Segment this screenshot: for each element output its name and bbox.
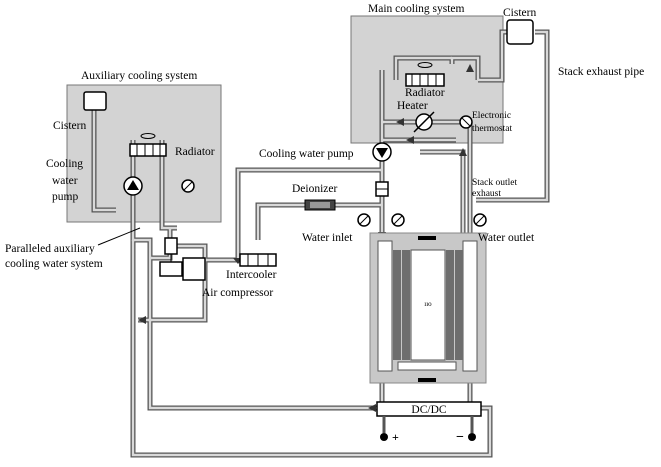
label-electronic-thermostat-1: Electronic xyxy=(472,111,511,121)
inlet-sensors xyxy=(357,213,405,227)
label-cooling-pump-aux-2: water xyxy=(52,175,78,187)
label-cistern-aux: Cistern xyxy=(53,120,86,132)
label-electronic-thermostat-2: thermostat xyxy=(472,124,512,134)
deionizer-unit xyxy=(304,199,336,211)
label-main-cooling-system: Main cooling system xyxy=(368,3,465,15)
electronic-thermostat xyxy=(459,115,473,129)
label-cistern-main: Cistern xyxy=(503,7,536,19)
heater xyxy=(413,111,435,133)
aux-sensor xyxy=(181,179,195,193)
labels: Main cooling system Cistern Stack exhaus… xyxy=(5,3,644,416)
label-stack-outlet-exhaust-1: Stack outlet xyxy=(472,178,517,188)
label-cooling-pump-aux-3: pump xyxy=(52,191,78,203)
main-cooling-water-pump xyxy=(372,142,392,162)
air-compressor-unit xyxy=(159,237,206,281)
main-radiator xyxy=(405,62,445,87)
svg-text:ııo: ııo xyxy=(424,300,432,308)
svg-text:−: − xyxy=(456,430,464,445)
label-paralleled-aux-2: cooling water system xyxy=(5,258,103,270)
label-water-outlet: Water outlet xyxy=(478,232,535,244)
label-paralleled-aux-1: Paralleled auxiliary xyxy=(5,243,95,255)
label-stack-outlet-exhaust-2: exhaust xyxy=(472,189,501,199)
label-intercooler: Intercooler xyxy=(226,269,277,281)
aux-cistern xyxy=(83,91,107,111)
intercooler-unit xyxy=(239,253,277,267)
label-deionizer: Deionizer xyxy=(292,183,338,195)
aux-cooling-water-pump xyxy=(123,176,143,196)
aux-radiator xyxy=(129,133,167,157)
dcdc-converter: + − xyxy=(376,401,482,445)
label-radiator-main: Radiator xyxy=(405,87,445,99)
outlet-sensors xyxy=(473,213,487,227)
label-radiator-aux: Radiator xyxy=(175,146,215,158)
label-auxiliary-cooling-system: Auxiliary cooling system xyxy=(81,70,197,82)
leader-line-paralleled xyxy=(97,227,141,246)
main-cistern xyxy=(506,19,534,45)
fuel-cell-stack: ııo xyxy=(369,232,487,384)
svg-text:+: + xyxy=(392,430,399,444)
label-air-compressor: Air compressor xyxy=(202,287,273,299)
label-cooling-water-pump-main: Cooling water pump xyxy=(259,148,354,160)
stack-outlet-valve xyxy=(375,181,389,197)
label-heater: Heater xyxy=(397,100,428,112)
label-cooling-pump-aux-1: Cooling xyxy=(46,158,83,170)
label-dcdc: DC/DC xyxy=(411,404,446,416)
label-stack-exhaust-pipe: Stack exhaust pipe xyxy=(558,66,644,78)
label-water-inlet: Water inlet xyxy=(302,232,353,244)
